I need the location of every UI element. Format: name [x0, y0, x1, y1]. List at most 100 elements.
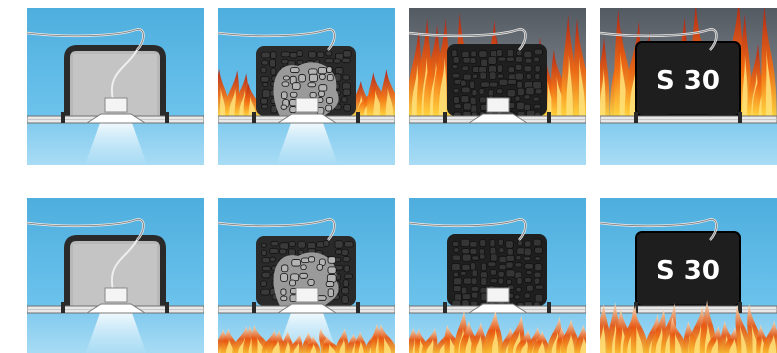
char-cell: [481, 263, 486, 271]
char-cell: [327, 97, 333, 103]
char-cell: [470, 263, 475, 271]
char-cell: [342, 58, 350, 63]
char-cell: [289, 241, 295, 246]
char-cell: [262, 90, 270, 98]
char-cell: [472, 74, 477, 78]
char-cell: [516, 51, 522, 56]
char-cell: [261, 98, 268, 104]
char-cell: [534, 57, 540, 62]
char-cell: [480, 72, 487, 79]
char-cell: [526, 271, 532, 275]
char-cell: [290, 107, 296, 113]
char-cell: [497, 89, 503, 94]
mounting-clip: [61, 302, 65, 313]
char-cell: [535, 264, 542, 271]
char-cell: [308, 51, 316, 58]
char-cell: [481, 59, 488, 67]
char-cell: [471, 278, 477, 284]
char-cell: [507, 280, 512, 285]
char-cell: [261, 243, 266, 247]
char-cell: [497, 74, 503, 78]
mounting-clip: [634, 112, 638, 123]
char-cell: [508, 79, 517, 84]
char-cell: [319, 85, 327, 91]
char-cell: [453, 272, 458, 277]
lamp-body: [105, 98, 127, 112]
char-cell: [470, 58, 476, 64]
char-cell: [463, 74, 471, 80]
char-cell: [471, 51, 477, 57]
char-cell: [261, 250, 266, 256]
char-cell: [535, 66, 540, 73]
char-cell: [344, 242, 353, 247]
mounting-clip: [443, 112, 447, 123]
char-cell: [290, 280, 296, 286]
char-cell: [533, 239, 541, 246]
char-cell: [517, 81, 523, 88]
char-cell: [516, 255, 521, 260]
panel-row1-stage3: [407, 8, 590, 165]
mounting-clip: [738, 302, 742, 313]
char-cell: [289, 249, 296, 256]
char-cell: [343, 280, 348, 287]
char-cell: [281, 52, 290, 57]
char-cell: [470, 301, 477, 305]
char-cell: [490, 254, 497, 261]
mounting-clip: [61, 112, 65, 123]
char-cell: [453, 97, 459, 104]
char-cell: [342, 97, 347, 102]
char-cell: [524, 257, 531, 261]
char-cell: [452, 65, 458, 69]
char-cell: [454, 278, 462, 285]
char-cell: [298, 241, 306, 248]
char-cell: [310, 92, 316, 97]
char-cell: [270, 257, 276, 262]
char-cell: [281, 105, 287, 109]
lamp-body: [296, 98, 318, 112]
panel-row2-stage3: [407, 198, 593, 353]
char-cell: [282, 265, 288, 272]
char-cell: [343, 257, 350, 262]
char-cell: [471, 292, 478, 298]
char-cell: [490, 239, 495, 247]
char-cell: [328, 257, 336, 263]
char-cell: [461, 239, 470, 246]
char-cell: [508, 67, 514, 73]
char-cell: [308, 279, 314, 285]
fire-rating-badge: S 30: [656, 256, 720, 286]
char-cell: [524, 248, 531, 256]
char-cell: [297, 60, 303, 64]
char-cell: [515, 64, 522, 70]
char-cell: [534, 278, 540, 284]
char-cell: [516, 287, 521, 292]
char-cell: [526, 285, 533, 291]
char-cell: [470, 81, 475, 89]
char-cell: [515, 73, 523, 80]
char-cell: [535, 294, 543, 302]
char-cell: [498, 271, 504, 277]
char-cell: [517, 88, 524, 96]
char-cell: [328, 289, 333, 297]
char-cell: [452, 255, 460, 261]
char-cell: [261, 104, 267, 108]
char-cell: [261, 289, 270, 295]
panel-row2-stage2: [214, 198, 396, 353]
char-cell: [335, 241, 343, 248]
char-cell: [489, 72, 496, 80]
char-cell: [343, 75, 350, 80]
char-cell: [535, 257, 541, 261]
char-cell: [535, 73, 540, 79]
char-cell: [490, 270, 496, 276]
char-cell: [343, 89, 350, 96]
panel-row2-stage1: [27, 198, 204, 353]
mounting-clip: [356, 302, 360, 313]
char-cell: [453, 88, 459, 93]
char-cell: [479, 51, 487, 58]
mounting-clip: [356, 112, 360, 123]
char-cell: [524, 51, 532, 58]
char-cell: [324, 241, 329, 247]
char-cell: [498, 57, 506, 61]
char-cell: [535, 89, 542, 94]
